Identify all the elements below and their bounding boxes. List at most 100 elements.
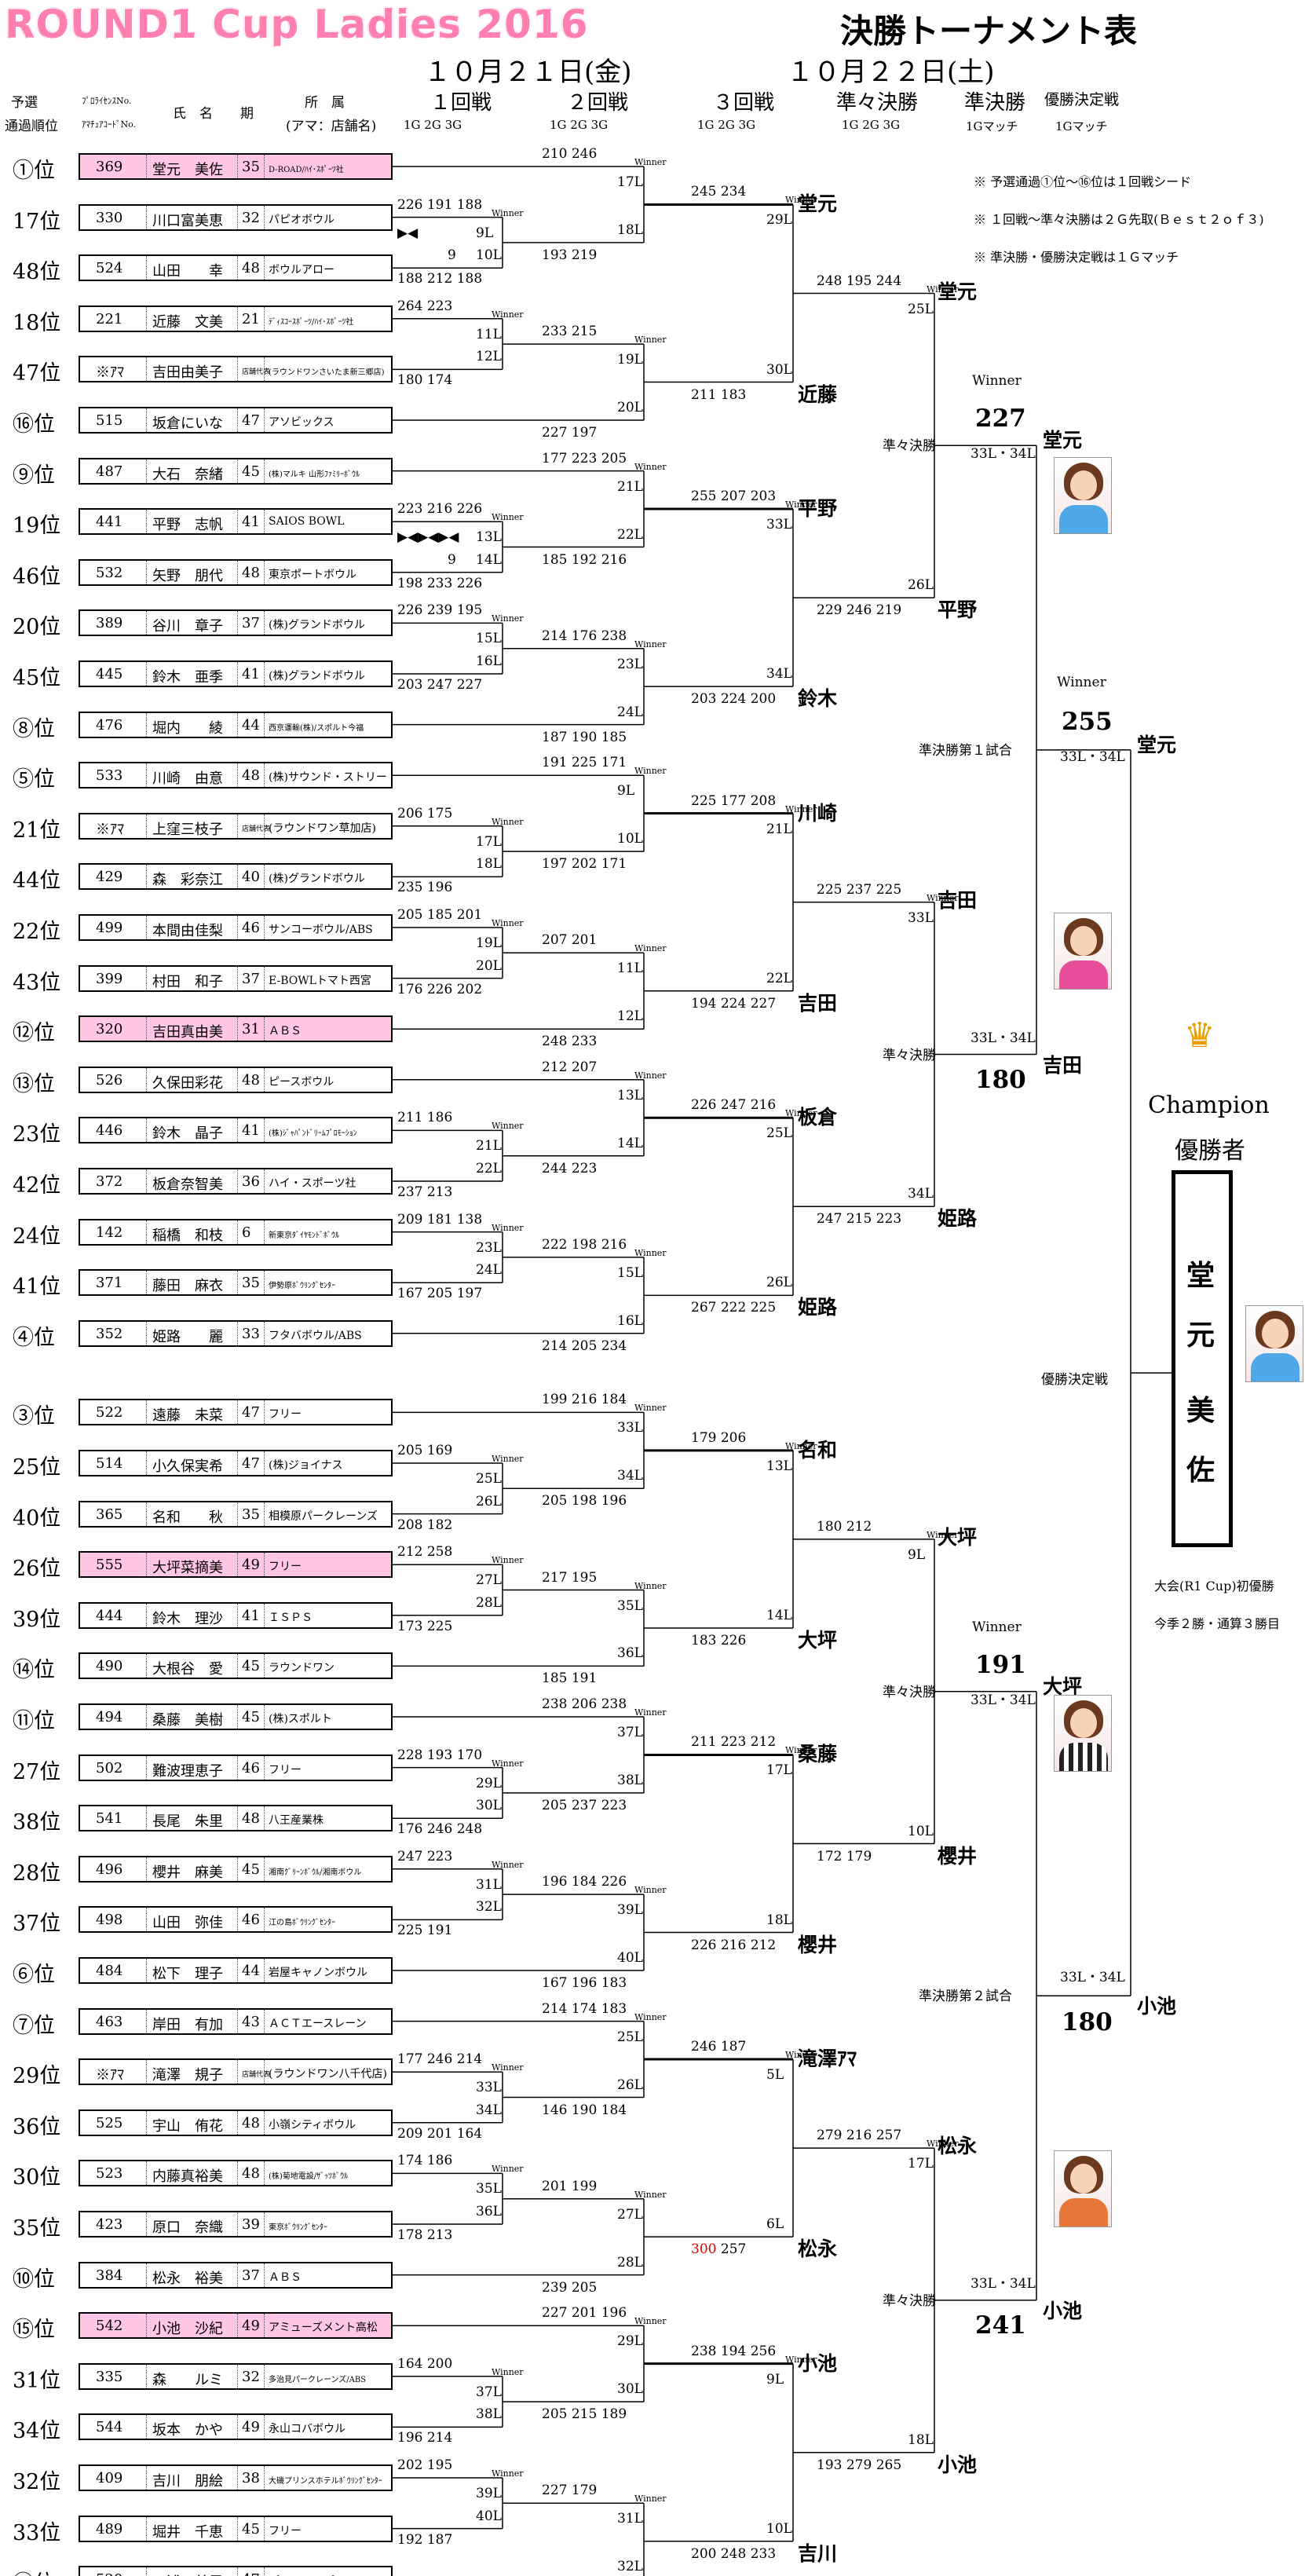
- player-number: 496: [96, 1861, 123, 1878]
- qualify-rank: 47位: [13, 361, 61, 386]
- qualify-rank: ⑬位: [13, 1071, 55, 1096]
- qf-winner-name: 大坪: [938, 1525, 978, 1549]
- player-term: 48: [242, 2165, 260, 2183]
- winner-mark: Winner: [634, 2189, 667, 2200]
- sf-winner-label: Winner: [972, 1619, 1022, 1635]
- r1-lane-bottom: 24L: [476, 1262, 502, 1279]
- player-name: 岸田 有加: [152, 2016, 223, 2033]
- player-number: 389: [96, 615, 123, 632]
- r3-score-top: 226 247 216: [691, 1097, 777, 1114]
- player-number: 365: [96, 1506, 123, 1523]
- player-name: 坂本 かや: [152, 2422, 223, 2439]
- player-name: 森 ルミ: [152, 2371, 223, 2388]
- qf-score-top: 279 216 257: [817, 2128, 902, 2144]
- qualify-rank: 32位: [13, 2470, 61, 2494]
- r2-lane-bottom: 38L: [617, 1772, 643, 1788]
- player-term: 35: [242, 1275, 260, 1292]
- player-number: 384: [96, 2267, 123, 2284]
- qf-score-bottom: 229 246 219: [817, 602, 902, 619]
- qf-lane-bottom: 18L: [908, 2431, 934, 2448]
- r3-winner-name: 名和: [798, 1438, 838, 1462]
- match-final: 1Gマッチ: [1055, 119, 1108, 134]
- qualify-rank: ⑩位: [13, 2267, 55, 2292]
- player-number: 423: [96, 2216, 123, 2233]
- r2-lane-bottom: 40L: [617, 1950, 643, 1966]
- champion-name-2: 元: [1186, 1319, 1215, 1352]
- col-term: 期: [240, 106, 254, 122]
- r3-score-bottom: 211 183: [691, 386, 747, 403]
- r2-lane-bottom: 14L: [617, 1135, 643, 1151]
- player-photo-otsubo: [1054, 1695, 1112, 1772]
- r3-winner-name: 大坪: [798, 1628, 838, 1652]
- winner-mark: Winner: [785, 2354, 817, 2365]
- winner-mark: Winner: [634, 1885, 667, 1896]
- player-name: 大石 奈緒: [152, 466, 223, 483]
- qf-lane-top: 25L: [908, 301, 934, 317]
- player-name: 姫路 麗: [152, 1328, 223, 1345]
- r2-lane-bottom: 26L: [617, 2077, 643, 2093]
- player-name: 吉田真由美: [152, 1024, 223, 1041]
- qualify-rank: 25位: [13, 1455, 61, 1480]
- r2-lane-top: 9L: [617, 783, 635, 800]
- player-affiliation: サンコーボウル/ABS: [269, 924, 373, 936]
- r3-score-top: 179 206: [691, 1429, 747, 1446]
- r2-lane-top: 23L: [617, 656, 643, 672]
- player-affiliation: 江の島ﾎﾞｳﾘﾝｸﾞｾﾝﾀｰ: [269, 1919, 335, 1928]
- r3-lane-top: 9L: [766, 2371, 784, 2388]
- r2-lane-bottom: 28L: [617, 2254, 643, 2270]
- player-term: 41: [242, 666, 260, 682]
- r1-lane-top: 21L: [476, 1138, 502, 1154]
- qualify-rank: ①位: [13, 159, 55, 183]
- champion-name-1: 堂: [1186, 1259, 1215, 1292]
- champion-box: 堂 元 美 佐: [1172, 1170, 1233, 1547]
- qualify-rank: ⑯位: [13, 412, 55, 437]
- r3-score-top: 238 194 256: [691, 2343, 777, 2359]
- r1-lane-top: 25L: [476, 1471, 502, 1487]
- sf-header: 準決勝: [964, 91, 1026, 115]
- sf-label: 準々決勝: [883, 438, 936, 455]
- qualify-rank: 30位: [13, 2165, 61, 2190]
- sf-winner-label: Winner: [972, 373, 1022, 390]
- player-affiliation: E-BOWLトマト西宮: [269, 974, 371, 987]
- player-photo-yoshida: [1054, 913, 1112, 990]
- player-term: 35: [242, 159, 260, 175]
- player-term: 43: [242, 2013, 260, 2030]
- champion-title: Champion: [1148, 1092, 1270, 1119]
- winner-mark: Winner: [634, 2011, 667, 2022]
- final-score: 180: [1062, 2008, 1113, 2037]
- qualify-rank: 39位: [13, 1607, 61, 1632]
- player-term: 21: [242, 310, 260, 327]
- qualify-rank: 33位: [13, 2520, 61, 2545]
- player-name: 山田 幸: [152, 263, 223, 280]
- player-name: 本間由佳梨: [152, 923, 223, 939]
- player-number: ※ｱﾏ: [96, 821, 124, 838]
- round3-header: ３回戦: [713, 91, 775, 115]
- r1-lane-bottom: 16L: [476, 653, 502, 669]
- r1-lane-top: 35L: [476, 2181, 502, 2197]
- winner-mark: Winner: [927, 892, 959, 903]
- qualify-rank: ②位: [13, 2566, 55, 2576]
- player-affiliation: ＡＢＳ: [269, 1025, 302, 1038]
- qualify-rank: ⑤位: [13, 767, 55, 792]
- r2-lane-bottom: 30L: [617, 2381, 643, 2398]
- r1-lane-bottom: 32L: [476, 1899, 502, 1916]
- r2-score-top: 177 223 205: [542, 450, 627, 467]
- r1-lane-bottom: 12L: [476, 349, 502, 365]
- qualify-rank: 23位: [13, 1122, 61, 1147]
- r2-lane-top: 35L: [617, 1597, 643, 1614]
- player-name: 森 彩奈江: [152, 872, 223, 889]
- qf-score-top: 225 237 225: [817, 881, 902, 898]
- r1-score-bottom: 188 212 188: [397, 271, 483, 287]
- winner-mark: Winner: [492, 1121, 524, 1132]
- player-name: 松下 理子: [152, 1966, 223, 1982]
- r2-score-bottom: 227 197: [542, 425, 598, 441]
- r3-score-top: 245 234: [691, 184, 747, 200]
- r1-lane-top: 9L: [476, 225, 494, 241]
